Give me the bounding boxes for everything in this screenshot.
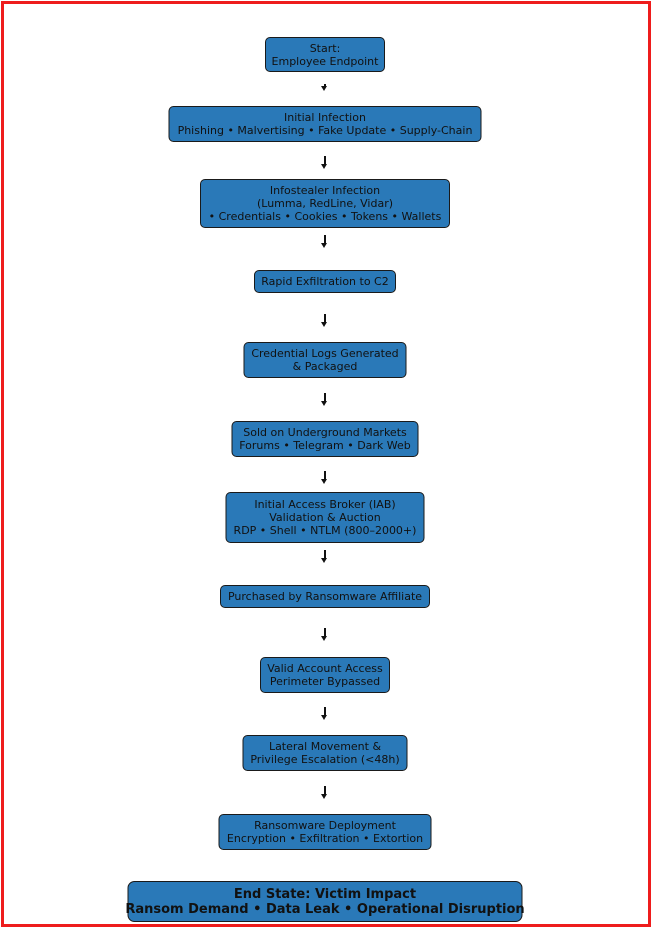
node-initial-infection-line-2: Phishing • Malvertising • Fake Update • … [177,124,473,137]
node-underground-markets-line-2: Forums • Telegram • Dark Web [239,439,411,452]
node-infostealer-line-3: • Credentials • Cookies • Tokens • Walle… [208,210,442,223]
arrow-exfiltration-to-credential-logs [320,314,330,327]
arrow-iab-to-ransomware-affiliate [320,550,330,563]
node-credential-logs-line-1: Credential Logs Generated [251,347,399,360]
node-start-line-1: Start: [309,41,341,55]
node-valid-account: Valid Account Access Perimeter Bypassed [260,657,390,693]
arrow-initial-infection-to-infostealer [320,156,330,169]
node-lateral-movement-line-2: Privilege Escalation (<48h) [250,753,400,766]
node-ransomware-affiliate: Purchased by Ransomware Affiliate [220,585,430,608]
node-start-line-2: Employee Endpoint [271,54,379,68]
node-exfiltration-line-1: Rapid Exfiltration to C2 [261,275,389,288]
arrow-start-to-initial-infection [320,84,330,91]
node-end-state: End State: Victim Impact Ransom Demand •… [125,881,525,922]
node-iab: Initial Access Broker (IAB) Validation &… [225,492,425,543]
arrow-infostealer-to-exfiltration [320,235,330,248]
node-iab-line-2: Validation & Auction [269,511,381,524]
node-initial-infection-line-1: Initial Infection [284,111,366,124]
node-iab-line-1: Initial Access Broker (IAB) [254,498,396,511]
node-infostealer-line-2: (Lumma, RedLine, Vidar) [256,197,394,210]
node-valid-account-line-2: Perimeter Bypassed [269,675,381,688]
arrow-underground-markets-to-iab [320,471,330,484]
node-ransomware-deployment-line-2: Encryption • Exfiltration • Extortion [226,832,424,845]
node-end-state-line-2: Ransom Demand • Data Leak • Operational … [125,901,525,917]
node-underground-markets: Sold on Underground Markets Forums • Tel… [231,421,419,457]
node-initial-infection: Initial Infection Phishing • Malvertisin… [168,106,482,142]
node-exfiltration: Rapid Exfiltration to C2 [254,270,396,293]
node-credential-logs: Credential Logs Generated & Packaged [243,342,407,378]
arrow-valid-account-to-lateral-movement [320,707,330,720]
node-credential-logs-line-2: & Packaged [292,360,358,373]
node-underground-markets-line-1: Sold on Underground Markets [243,426,407,439]
node-valid-account-line-1: Valid Account Access [267,662,383,675]
node-lateral-movement: Lateral Movement & Privilege Escalation … [242,735,408,771]
node-infostealer-line-1: Infostealer Infection [269,184,381,197]
node-ransomware-deployment-line-1: Ransomware Deployment [254,819,396,832]
arrow-lateral-movement-to-ransomware-deployment [320,786,330,799]
arrow-credential-logs-to-underground-markets [320,393,330,406]
node-ransomware-deployment: Ransomware Deployment Encryption • Exfil… [218,814,432,850]
node-start: Start: Employee Endpoint [265,37,385,72]
node-ransomware-affiliate-line-1: Purchased by Ransomware Affiliate [227,590,423,603]
node-lateral-movement-line-1: Lateral Movement & [268,740,382,753]
node-infostealer: Infostealer Infection (Lumma, RedLine, V… [200,179,450,228]
arrow-ransomware-affiliate-to-valid-account [320,628,330,641]
node-iab-line-3: RDP • Shell • NTLM (800–2000+) [233,524,417,537]
node-end-state-line-1: End State: Victim Impact [233,886,417,902]
